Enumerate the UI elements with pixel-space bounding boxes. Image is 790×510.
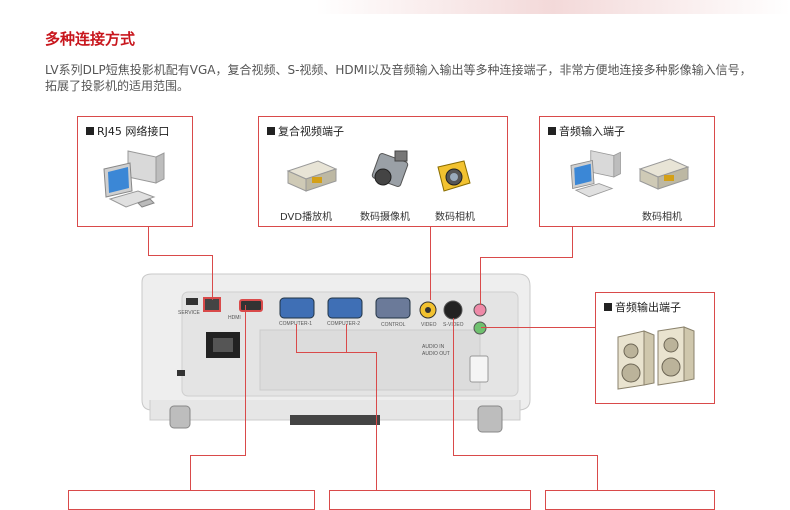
label-audio-out: AUDIO OUT xyxy=(422,351,450,357)
line-hdmi-drop xyxy=(190,455,191,490)
audio-output-box: 音频输出端子 xyxy=(595,292,715,404)
rj45-title: RJ45 网络接口 xyxy=(86,123,169,139)
line-vga1-v xyxy=(296,324,297,352)
line-video-v xyxy=(430,227,431,300)
composite-video-box: 复合视频端子 DVD播放机 数码摄像机 数码相机 xyxy=(258,116,508,227)
label-hdmi: HDMI xyxy=(228,315,241,321)
camcorder-icon xyxy=(371,150,409,188)
line-rj45-v xyxy=(148,227,149,255)
line-rj45-drop xyxy=(212,255,213,300)
line-svideo-h xyxy=(453,455,598,456)
composite-video-title: 复合视频端子 xyxy=(267,123,344,139)
section-title: 多种连接方式 xyxy=(45,30,136,48)
caption-audio-in-camera: 数码相机 xyxy=(642,212,682,223)
audio-output-title: 音频输出端子 xyxy=(604,299,681,315)
dvd-player-icon xyxy=(286,160,338,192)
line-hdmi-v xyxy=(245,305,246,455)
audio-input-box: 音频输入端子 数码相机 xyxy=(539,116,715,227)
bottom-box-middle xyxy=(329,490,531,510)
line-rj45-h xyxy=(148,255,212,256)
label-audio-in: AUDIO IN xyxy=(422,344,445,350)
line-svideo-v xyxy=(453,318,454,455)
camera-device-icon xyxy=(638,158,690,190)
audio-input-title: 音频输入端子 xyxy=(548,123,625,139)
label-service: SERVICE xyxy=(178,310,201,316)
line-vga2-v xyxy=(346,324,347,352)
speakers-icon xyxy=(617,326,695,390)
rj45-box: RJ45 网络接口 xyxy=(77,116,193,227)
digital-camera-icon xyxy=(437,160,471,192)
label-video: VIDEO xyxy=(421,322,437,328)
label-computer2: COMPUTER-2 xyxy=(327,321,360,327)
line-vga-h xyxy=(296,352,346,353)
line-audioout-h xyxy=(481,327,595,328)
bottom-box-right xyxy=(545,490,715,510)
label-computer1: COMPUTER-1 xyxy=(279,321,312,327)
projector-rear-panel: SERVICE HDMI COMPUTER-1 COMPUTER-2 CONTR… xyxy=(141,273,531,433)
bottom-box-left xyxy=(68,490,315,510)
line-audioin-drop xyxy=(480,257,481,305)
label-control: CONTROL xyxy=(381,322,406,328)
computer-icon-2 xyxy=(570,150,621,198)
caption-dvd-player: DVD播放机 xyxy=(280,212,333,223)
line-audioin-v xyxy=(572,227,573,257)
line-vga-drop xyxy=(376,352,377,490)
line-svideo-drop xyxy=(597,455,598,490)
line-vga-join xyxy=(346,352,377,353)
line-audioin-h xyxy=(480,257,573,258)
section-description: LV系列DLP短焦投影机配有VGA，复合视频、S-视频、HDMI以及音频输入输出… xyxy=(45,63,752,93)
computer-icon xyxy=(103,150,165,208)
top-decor-rule xyxy=(0,0,790,14)
caption-camcorder: 数码摄像机 xyxy=(360,212,410,223)
line-hdmi-h xyxy=(190,455,246,456)
caption-digital-camera: 数码相机 xyxy=(435,212,475,223)
